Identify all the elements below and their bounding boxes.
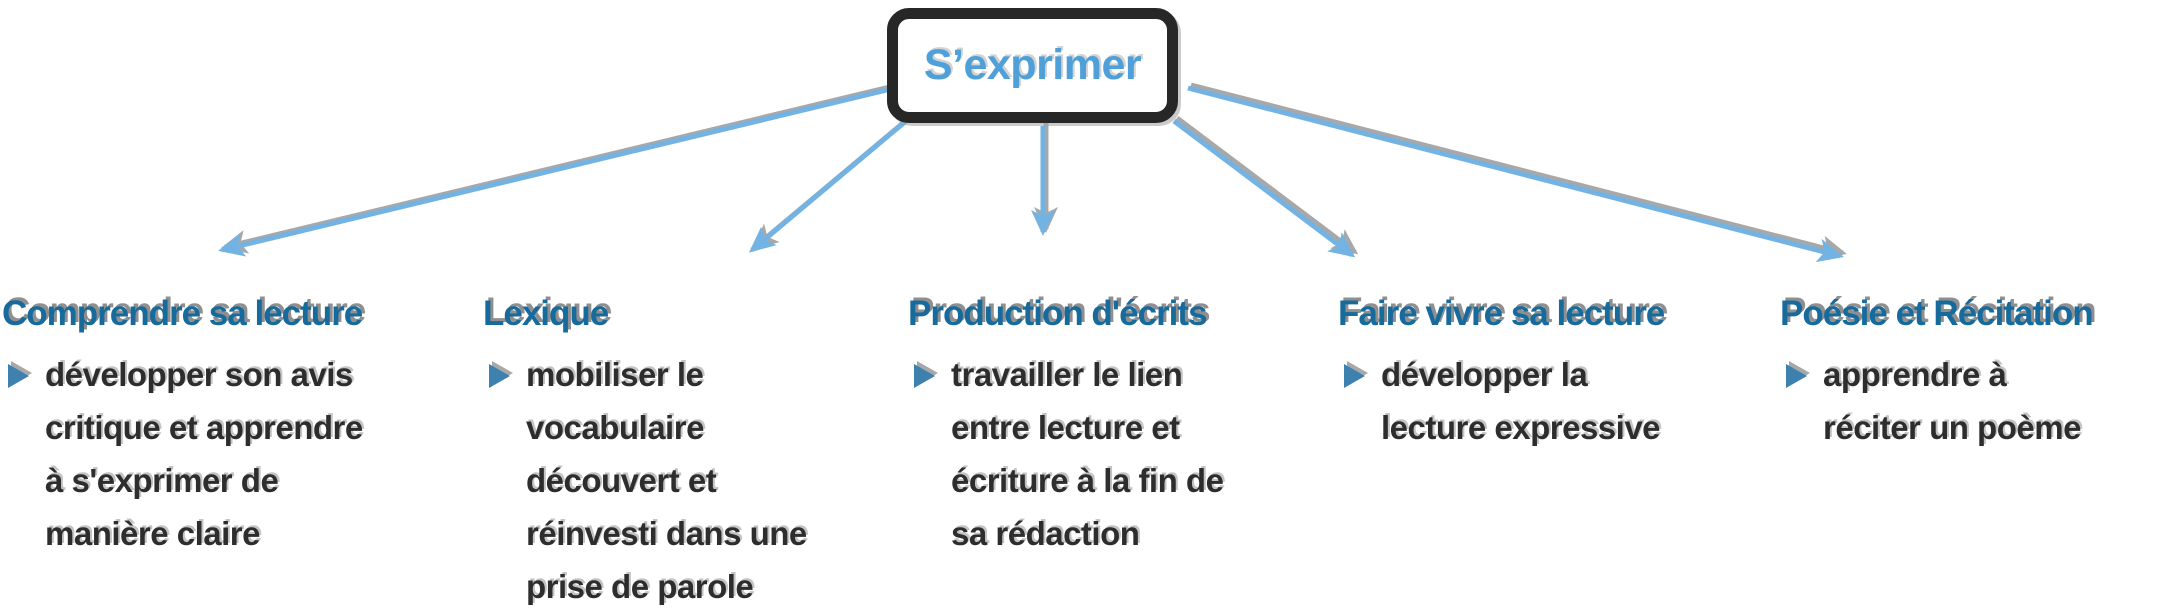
branch-title: Comprendre sa lecture bbox=[2, 294, 363, 333]
branch-title: Faire vivre sa lecture bbox=[1338, 294, 1665, 333]
bullet-triangle-icon bbox=[489, 364, 510, 388]
bullet-triangle-icon bbox=[1786, 364, 1807, 388]
bullet-text: développer son avis critique et apprendr… bbox=[45, 356, 363, 552]
arrow-root-to-poesie bbox=[1187, 85, 1844, 263]
bullet-text: mobiliser le vocabulaire découvert et ré… bbox=[526, 356, 807, 605]
branch-comprendre-sa-lecture: Comprendre sa lecture développer son avi… bbox=[2, 294, 375, 560]
bullet-text: développer la lecture expressive bbox=[1381, 356, 1661, 446]
branch-title: Lexique bbox=[483, 294, 609, 333]
bullet-item: mobiliser le vocabulaire découvert et ré… bbox=[483, 348, 906, 613]
bullet-item: travailler le lien entre lecture et écri… bbox=[908, 348, 1371, 560]
branch-faire-vivre-sa-lecture: Faire vivre sa lecture développer la lec… bbox=[1338, 294, 1801, 454]
branch-poesie-et-recitation: Poésie et Récitation apprendre à réciter… bbox=[1780, 294, 2161, 454]
arrow-root-to-comprendre bbox=[218, 85, 896, 257]
bullet-item: développer son avis critique et apprendr… bbox=[2, 348, 375, 560]
arrow-root-to-faire-vivre bbox=[1172, 119, 1356, 258]
bullet-triangle-icon bbox=[8, 364, 29, 388]
bullet-triangle-icon bbox=[914, 364, 935, 388]
bullet-triangle-icon bbox=[1344, 364, 1365, 388]
bullet-item: développer la lecture expressive bbox=[1338, 348, 1801, 454]
root-node: S’exprimer bbox=[887, 8, 1178, 123]
root-node-label: S’exprimer bbox=[923, 41, 1142, 89]
branch-production-d-ecrits: Production d'écrits travailler le lien e… bbox=[908, 294, 1371, 560]
arrow-root-to-lexique bbox=[748, 119, 908, 253]
branch-title: Poésie et Récitation bbox=[1780, 294, 2094, 333]
bullet-text: apprendre à réciter un poème bbox=[1823, 356, 2081, 446]
branch-title: Production d'écrits bbox=[908, 294, 1208, 333]
bullet-item: apprendre à réciter un poème bbox=[1780, 348, 2161, 454]
bullet-text: travailler le lien entre lecture et écri… bbox=[951, 356, 1224, 552]
branch-lexique: Lexique mobiliser le vocabulaire découve… bbox=[483, 294, 906, 613]
